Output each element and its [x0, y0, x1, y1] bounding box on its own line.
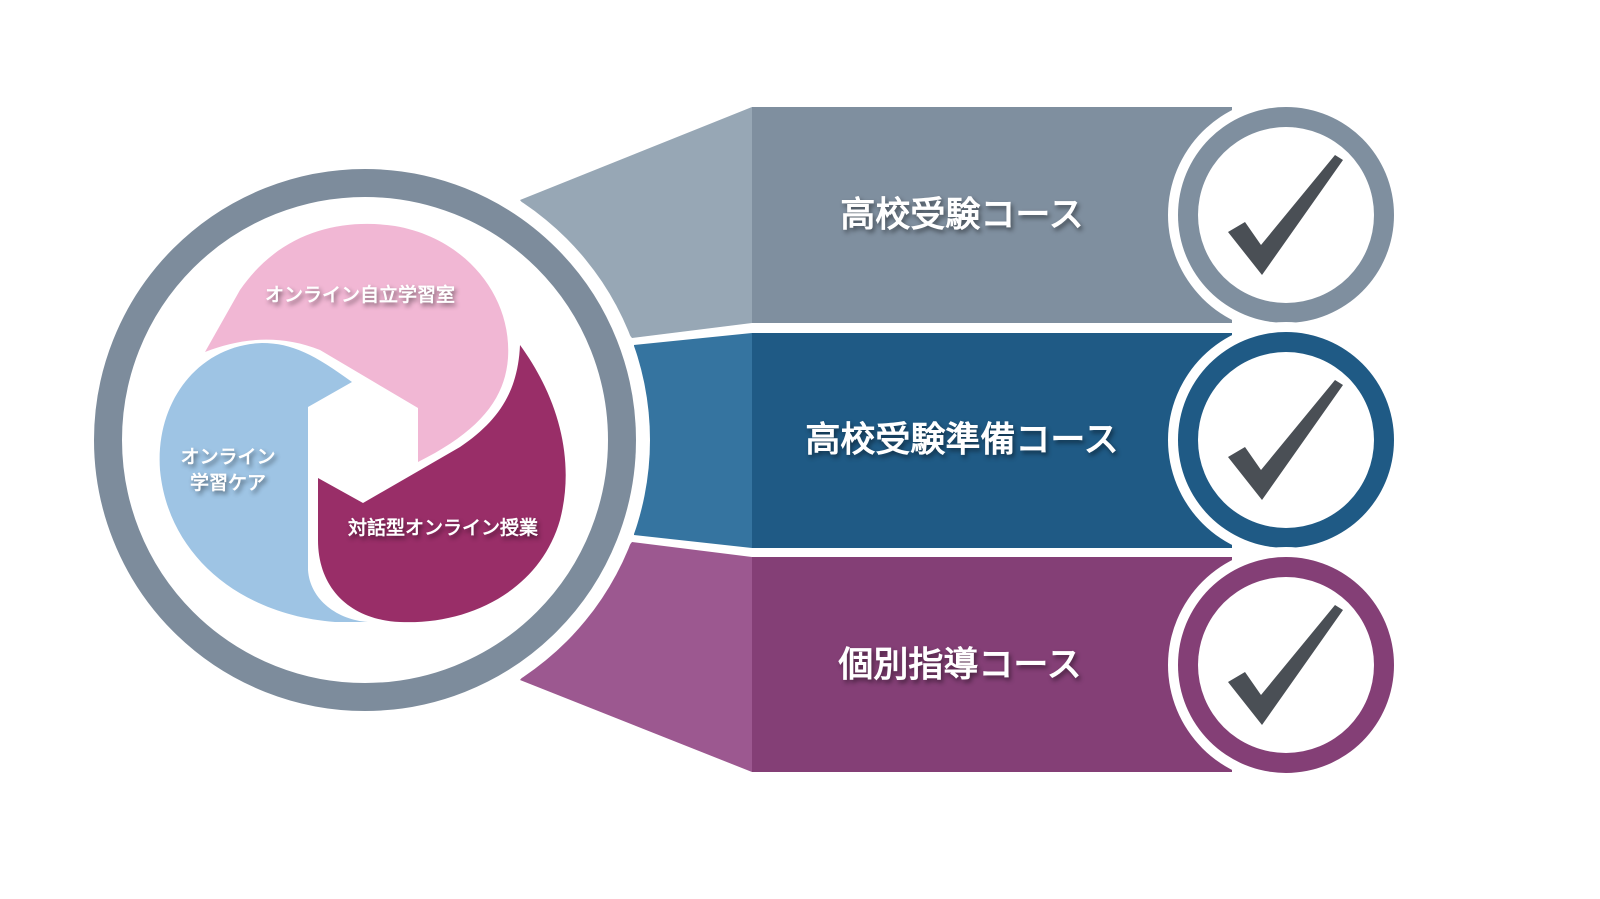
segment-label-learning-care: オンライン 学習ケア	[180, 444, 275, 496]
label-line: 学習ケア	[189, 472, 267, 494]
course-banner-3	[752, 557, 1232, 772]
check-badge-2	[1168, 322, 1404, 558]
course-title-1: 高校受験コース	[840, 195, 1084, 236]
check-badge-3	[1168, 547, 1404, 783]
course-title-3: 個別指導コース	[838, 645, 1082, 686]
checkmark-icon	[1228, 380, 1343, 500]
course-banner-2-wedge	[634, 333, 752, 548]
cycle-ring	[94, 169, 636, 711]
course-banner-3-wedge	[520, 542, 752, 772]
check-badge-1	[1168, 97, 1404, 333]
segment-label-self-study: オンライン自立学習室	[264, 284, 456, 306]
checkmark-icon	[1228, 155, 1343, 275]
label-line: オンライン	[180, 446, 276, 468]
segment-interactive-class	[318, 345, 566, 623]
course-title-2: 高校受験準備コース	[805, 420, 1119, 461]
course-banner-1	[752, 107, 1232, 323]
checkmark-icon	[1228, 605, 1343, 725]
segment-self-study	[205, 223, 509, 462]
segment-label-interactive-class: 対話型オンライン授業	[347, 517, 539, 539]
segment-learning-care	[159, 343, 368, 622]
course-banner-2	[752, 333, 1232, 548]
course-banner-1-wedge	[520, 107, 752, 338]
